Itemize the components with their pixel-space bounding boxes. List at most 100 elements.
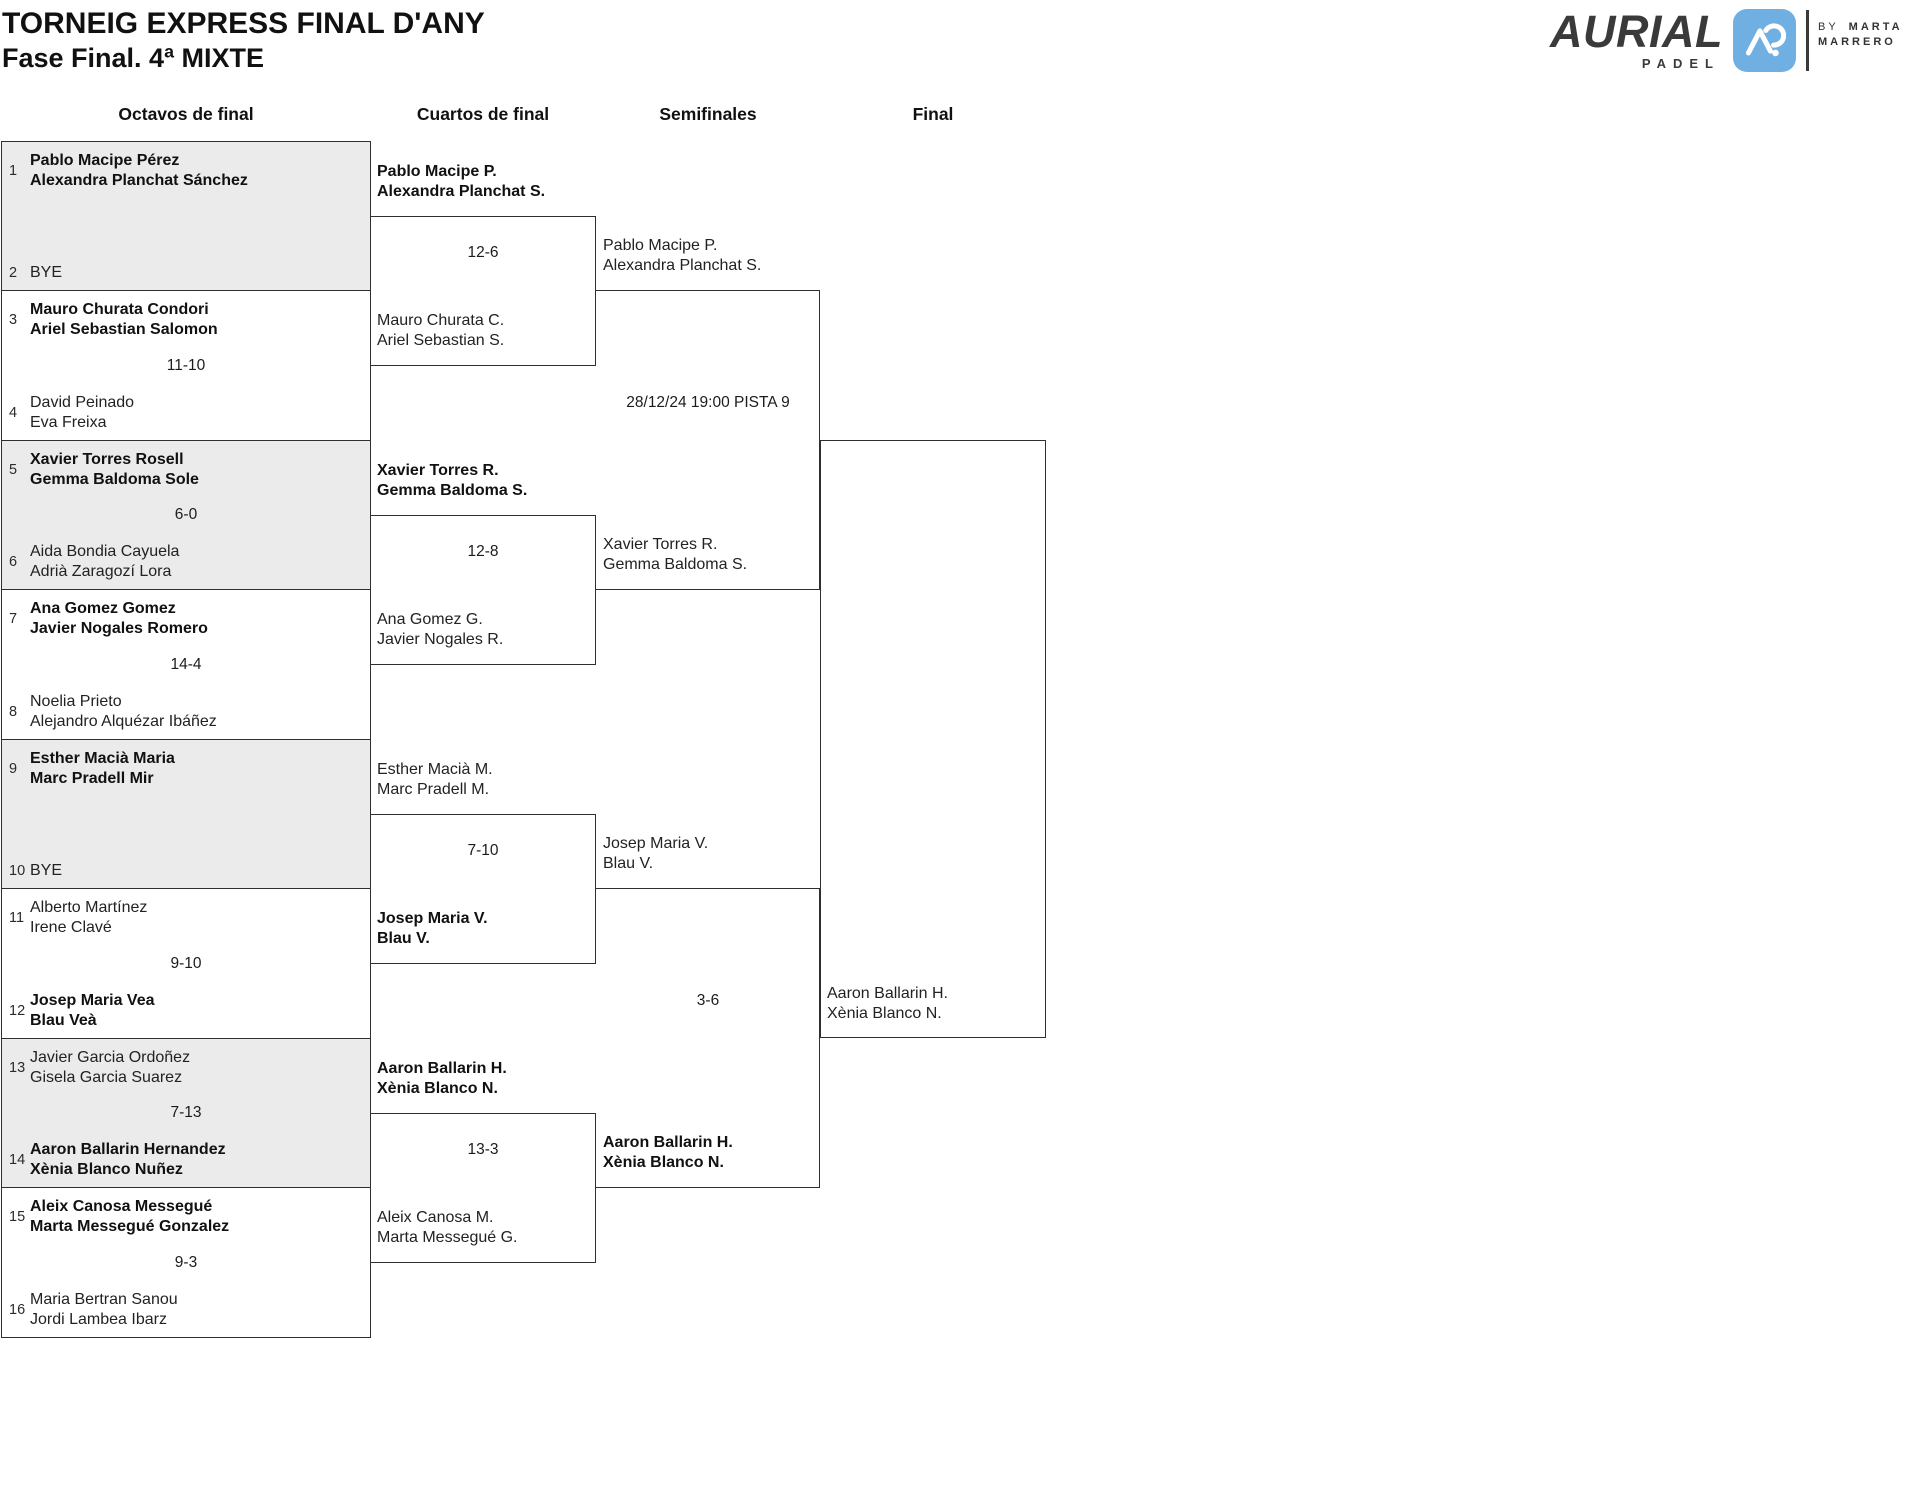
team-name-line: Esther Macià M.	[377, 761, 493, 778]
team-row: 12 Josep Maria Vea Blau Veà	[2, 991, 155, 1031]
team-name-line: Alexandra Planchat S.	[377, 183, 546, 200]
team-name-line: Xènia Blanco N.	[377, 1080, 498, 1097]
team-label: Mauro Churata C. Ariel Sebastian S.	[377, 311, 504, 351]
seed-number: 10	[9, 863, 26, 879]
team-name-line: Xènia Blanco N.	[603, 1154, 724, 1171]
team-name-line: Jordi Lambea Ibarz	[30, 1311, 167, 1328]
seed-number: 8	[9, 704, 18, 720]
team-label: Pablo Macipe P. Alexandra Planchat S.	[603, 236, 761, 276]
team-label: Pablo Macipe P. Alexandra Planchat S.	[377, 162, 545, 202]
team-name-line: Gemma Baldoma Sole	[30, 471, 199, 488]
team-row: 2 BYE	[2, 263, 62, 283]
team-name-line: Aaron Ballarin H.	[377, 1060, 507, 1077]
team-label-final-winner: Aaron Ballarin H. Xènia Blanco N.	[827, 984, 948, 1024]
team-label: Esther Macià M. Marc Pradell M.	[377, 760, 493, 800]
team-name-line: Gisela Garcia Suarez	[30, 1069, 183, 1086]
aurial-padel-text: PADEL	[1641, 56, 1720, 71]
match-score: 12-6	[467, 244, 499, 261]
team-row: 1 Pablo Macipe Pérez Alexandra Planchat …	[2, 151, 248, 191]
team-name-line: Alexandra Planchat S.	[603, 257, 762, 274]
team-name-line: David Peinado	[30, 394, 135, 411]
team-name-line: Aaron Ballarin H.	[827, 985, 948, 1002]
seed-number: 11	[9, 910, 25, 926]
match-box-octavos-4: 7 Ana Gomez Gomez Javier Nogales Romero …	[1, 589, 371, 740]
logo-byline: BY MARTA MARRERO	[1818, 22, 1903, 48]
team-name-line: Pablo Macipe Pérez	[30, 152, 180, 169]
seed-number: 13	[9, 1060, 26, 1076]
team-name-line: Blau V.	[377, 930, 430, 947]
team-name-line: Xènia Blanco N.	[827, 1005, 942, 1022]
team-name-line: Ana Gomez Gomez	[30, 600, 176, 617]
team-name-line: Aleix Canosa M.	[377, 1209, 494, 1226]
team-name-line: Maria Bertran Sanou	[30, 1291, 178, 1308]
team-row: 9 Esther Macià Maria Marc Pradell Mir	[2, 749, 175, 789]
seed-number: 6	[9, 554, 18, 570]
aurial-logo: AURIAL PADEL BY MARTA MARRERO	[1550, 9, 1903, 72]
match-score: 11-10	[166, 356, 206, 374]
team-name-line: BYE	[30, 862, 63, 879]
team-name-line: Josep Maria Vea	[30, 992, 155, 1009]
team-name-line: Aida Bondia Cayuela	[30, 543, 180, 560]
column-header-octavos: Octavos de final	[118, 104, 254, 124]
tournament-subtitle: Fase Final. 4ª MIXTE	[2, 43, 265, 73]
logo-divider	[1805, 10, 1809, 71]
match-score: 13-3	[467, 1141, 499, 1158]
team-label: Aaron Ballarin H. Xènia Blanco N.	[377, 1059, 507, 1099]
team-name-line: Marta Messegué Gonzalez	[30, 1218, 230, 1235]
column-header-cuartos: Cuartos de final	[416, 104, 550, 124]
seed-number: 12	[9, 1003, 26, 1019]
team-name-line: Ariel Sebastian Salomon	[30, 321, 218, 338]
byline-marta: MARTA	[1848, 21, 1903, 33]
team-name-line: Aaron Ballarin H.	[603, 1134, 733, 1151]
team-name-line: Irene Clavé	[30, 919, 112, 936]
match-box-octavos-1: 1 Pablo Macipe Pérez Alexandra Planchat …	[1, 141, 371, 291]
match-box-octavos-8: 15 Aleix Canosa Messegué Marta Messegué …	[1, 1187, 371, 1338]
column-header-semifinales: Semifinales	[659, 104, 757, 124]
match-score: 7-13	[170, 1104, 202, 1121]
team-row: 11 Alberto Martínez Irene Clavé	[2, 898, 147, 938]
team-label: Josep Maria V. Blau V.	[377, 909, 488, 949]
seed-number: 5	[9, 462, 18, 478]
team-name-line: Ariel Sebastian S.	[377, 332, 505, 349]
seed-number: 14	[9, 1152, 26, 1168]
team-name-line: Marc Pradell Mir	[30, 770, 154, 787]
seed-number: 4	[9, 405, 18, 421]
team-name-line: Josep Maria V.	[603, 835, 709, 852]
seed-number: 7	[9, 611, 18, 627]
team-row: 3 Mauro Churata Condori Ariel Sebastian …	[2, 300, 218, 340]
match-box-octavos-5: 9 Esther Macià Maria Marc Pradell Mir 10…	[1, 739, 371, 889]
byline-by: BY	[1817, 21, 1839, 33]
team-label: Josep Maria V. Blau V.	[603, 834, 708, 874]
team-name-line: Mauro Churata Condori	[30, 301, 209, 318]
team-name-line: BYE	[30, 264, 63, 281]
match-box-octavos-6: 11 Alberto Martínez Irene Clavé 9-10 12 …	[1, 888, 371, 1039]
team-name-line: Javier Nogales R.	[377, 631, 504, 648]
team-name-line: Xavier Torres Rosell	[30, 451, 184, 468]
team-label: Ana Gomez G. Javier Nogales R.	[377, 610, 503, 650]
match-score: 14-4	[170, 655, 202, 673]
aurial-monogram-icon	[1746, 22, 1787, 56]
team-row: 13 Javier Garcia Ordoñez Gisela Garcia S…	[2, 1048, 190, 1088]
match-box-final	[820, 440, 1046, 1038]
team-name-line: Aleix Canosa Messegué	[30, 1198, 213, 1215]
aurial-brand-text: AURIAL	[1550, 6, 1723, 57]
seed-number: 1	[9, 163, 18, 179]
team-label: Xavier Torres R. Gemma Baldoma S.	[377, 461, 527, 501]
column-header-final: Final	[912, 104, 954, 124]
match-score: 3-6	[696, 992, 720, 1009]
team-name-line: Marc Pradell M.	[377, 781, 490, 798]
team-name-line: Xavier Torres R.	[603, 536, 718, 553]
team-row: 8 Noelia Prieto Alejandro Alquézar Ibáñe…	[2, 692, 217, 732]
team-name-line: Xavier Torres R.	[377, 462, 499, 479]
team-row: 16 Maria Bertran Sanou Jordi Lambea Ibar…	[2, 1290, 178, 1330]
team-row: 7 Ana Gomez Gomez Javier Nogales Romero	[2, 599, 208, 639]
byline-marrero: MARRERO	[1817, 36, 1896, 48]
team-row: 14 Aaron Ballarin Hernandez Xènia Blanco…	[2, 1140, 226, 1180]
team-row: 6 Aida Bondia Cayuela Adrià Zaragozí Lor…	[2, 542, 179, 582]
match-schedule-note: 28/12/24 19:00 PISTA 9	[626, 394, 790, 411]
team-name-line: Eva Freixa	[30, 414, 107, 431]
seed-number: 15	[9, 1209, 26, 1225]
match-score: 7-10	[467, 842, 499, 859]
match-score: 9-3	[174, 1253, 198, 1271]
